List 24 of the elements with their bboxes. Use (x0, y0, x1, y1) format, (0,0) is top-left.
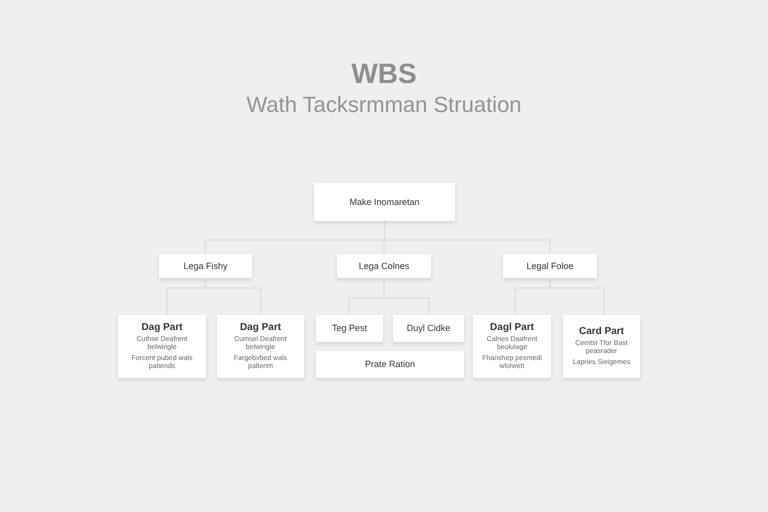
box-heading: Legal Foloe (526, 260, 574, 272)
wbs-box (473, 315, 551, 378)
box-heading: Dag Part (141, 322, 183, 334)
box-heading: Dag Part (240, 322, 282, 334)
box-heading: Dagl Part (490, 322, 534, 334)
wbs-box (314, 183, 455, 221)
wbs-box (316, 351, 464, 378)
wbs-box (217, 315, 304, 378)
box-heading: Make Inomaretan (349, 196, 420, 208)
box-heading: Teg Pest (332, 323, 368, 334)
box-heading: Card Part (578, 326, 624, 338)
box-heading: Duyl Cidke (406, 323, 450, 334)
diagram-subtitle: Wath Tacksrmman Struation (246, 92, 522, 117)
wbs-box (337, 254, 431, 278)
wbs-box (159, 254, 252, 278)
wbs-box (563, 315, 640, 378)
box-heading: Lega Fishy (183, 260, 228, 272)
wbs-box (503, 254, 597, 278)
box-heading: Lega Colnes (358, 260, 410, 272)
wbs-box (316, 315, 383, 342)
wbs-box (393, 315, 464, 342)
diagram-title: WBS (351, 58, 417, 89)
box-heading: Prate Ration (364, 359, 416, 370)
wbs-box (118, 315, 206, 378)
